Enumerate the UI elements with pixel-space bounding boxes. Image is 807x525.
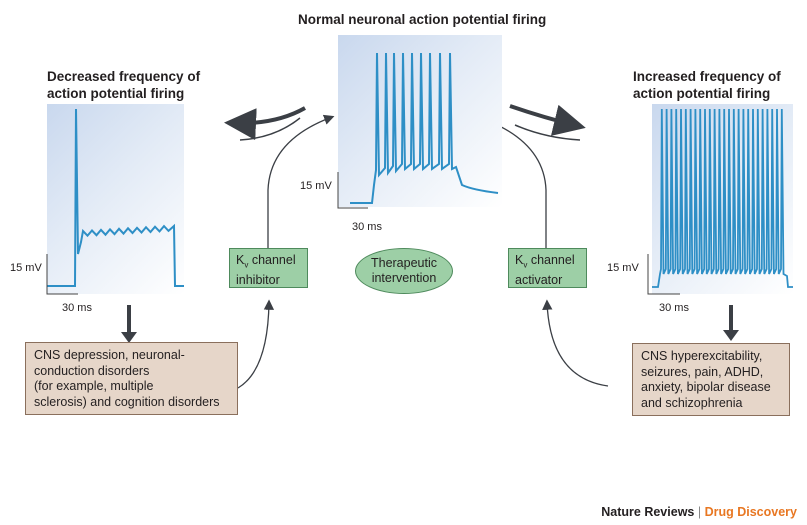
- journal-name: Nature Reviews: [601, 505, 695, 519]
- inhibitor-to-normal-arrow: [267, 114, 335, 248]
- increased-ms-label: 30 ms: [659, 302, 689, 314]
- increased-mv-label: 15 mV: [607, 262, 639, 274]
- normal-trace-panel: [338, 35, 502, 207]
- increased-trace-panel: [652, 104, 793, 294]
- decreased-trace-panel: [47, 104, 184, 294]
- decreased-trace: [47, 108, 184, 287]
- decreased-mv-label: 15 mV: [10, 262, 42, 274]
- increased-scale-bar: [647, 254, 680, 295]
- top-right-thin-curve: [514, 124, 581, 141]
- decreased-outcome-box: CNS depression, neuronal- conduction dis…: [25, 342, 238, 415]
- credit-separator: |: [697, 505, 702, 519]
- normal-trace: [350, 52, 499, 204]
- normal-mv-label: 15 mV: [300, 180, 332, 192]
- top-right-curved-arrow: [509, 104, 586, 136]
- increased-firing-title: Increased frequency of action potential …: [633, 69, 781, 101]
- top-left-curved-arrow: [224, 106, 306, 141]
- journal-credit: Nature Reviews | Drug Discovery: [601, 505, 797, 519]
- journal-section: Drug Discovery: [704, 505, 797, 519]
- increased-trace: [652, 108, 793, 288]
- decreased-firing-title: Decreased frequency of action potential …: [47, 69, 201, 101]
- kv-channel-inhibitor-box: Kv channel inhibitor: [229, 248, 308, 288]
- bottom-left-curve: [237, 299, 275, 389]
- normal-ms-label: 30 ms: [352, 221, 382, 233]
- therapeutic-intervention-ellipse: Therapeutic intervention: [355, 248, 453, 294]
- decreased-ms-label: 30 ms: [62, 302, 92, 314]
- kv-channel-activator-box: Kv channel activator: [508, 248, 587, 288]
- normal-scale-bar: [337, 172, 368, 209]
- increased-outcome-box: CNS hyperexcitability, seizures, pain, A…: [632, 343, 790, 416]
- bottom-right-curve: [542, 299, 609, 387]
- normal-firing-title: Normal neuronal action potential firing: [298, 12, 547, 27]
- top-left-thin-curve: [239, 117, 301, 141]
- decreased-scale-bar: [46, 254, 78, 295]
